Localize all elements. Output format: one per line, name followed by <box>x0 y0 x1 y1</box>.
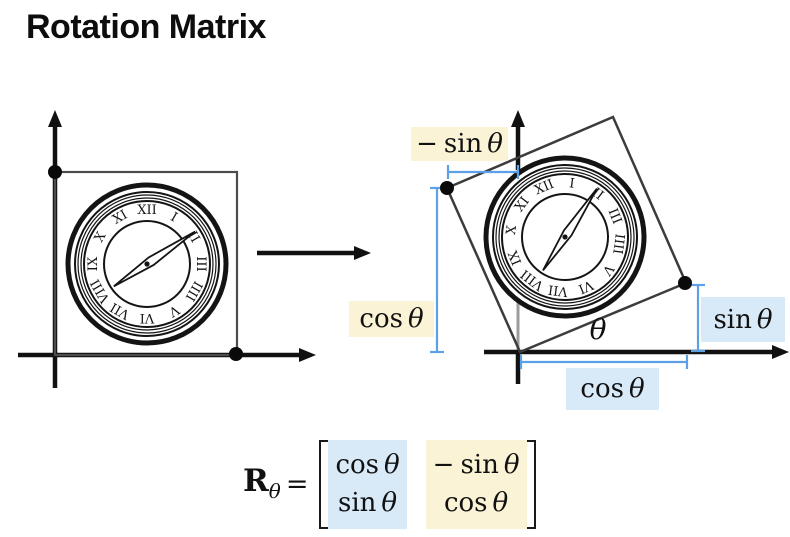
right-x-axis-arrowhead <box>772 345 789 359</box>
matrix-cell-r2c2: cos θ <box>444 490 508 516</box>
cos-function: cos <box>443 488 488 519</box>
right-y-axis-arrowhead <box>511 110 525 127</box>
minus-sign: − <box>416 129 438 159</box>
page-title: Rotation Matrix <box>26 8 266 46</box>
corner-dot-top-left <box>48 165 62 179</box>
cos-function: cos <box>335 449 379 480</box>
matrix-column-1: cos θ sin θ <box>328 439 407 529</box>
matrix-right-bracket <box>526 439 536 529</box>
left-y-axis-arrowhead <box>48 110 62 127</box>
matrix-body: cos θ sin θ − sin θ cos θ <box>328 439 527 529</box>
transform-arrow <box>257 246 371 260</box>
theta-variable: θ <box>384 449 400 480</box>
unit-square <box>53 170 239 357</box>
sin-function: sin <box>713 304 752 335</box>
label-angle-theta: θ <box>589 313 607 346</box>
rotated-corner-dot-right <box>678 276 692 290</box>
left-diagram <box>18 110 316 388</box>
theta-variable: θ <box>628 374 645 404</box>
matrix-left-bracket <box>319 439 329 529</box>
theta-variable: θ <box>503 449 520 480</box>
sin-function: sin <box>443 129 483 159</box>
cos-function: cos <box>580 374 624 404</box>
rotation-matrix-equation: Rθ = cos θ sin θ − sin θ <box>243 438 536 530</box>
theta-variable: θ <box>407 304 424 334</box>
measure-cos-bottom <box>519 355 689 369</box>
label-cos-theta-left: cos θ <box>349 301 434 337</box>
sin-function: sin <box>460 449 499 480</box>
equation-lhs: Rθ <box>243 463 281 504</box>
matrix-cell-r1c1: cos θ <box>335 452 399 478</box>
rotated-corner-dot-left <box>440 181 454 195</box>
matrix-column-2: − sin θ cos θ <box>425 439 527 529</box>
label-sin-theta-right: sin θ <box>701 297 785 342</box>
right-diagram <box>430 110 789 384</box>
theta-variable: θ <box>492 488 509 519</box>
corner-dot-bottom-right <box>229 347 243 361</box>
cos-function: cos <box>359 304 403 334</box>
matrix-cell-r1c2: − sin θ <box>433 452 520 478</box>
theta-variable: θ <box>756 304 773 335</box>
matrix-symbol-R: R <box>243 463 269 500</box>
equals-sign: = <box>285 468 309 500</box>
minus-sign: − <box>432 449 455 480</box>
theta-variable: θ <box>381 488 398 519</box>
subscript-theta: θ <box>268 479 281 504</box>
label-neg-sin-theta: − sin θ <box>411 127 508 161</box>
measure-sin-right <box>691 283 705 353</box>
transform-arrow-head <box>354 246 371 260</box>
matrix-cell-r2c1: sin θ <box>338 490 397 516</box>
theta-variable: θ <box>487 129 503 159</box>
clock-rotated <box>462 134 669 341</box>
clock-original <box>68 185 226 343</box>
left-x-axis-arrowhead <box>299 348 316 362</box>
label-cos-theta-bottom: cos θ <box>566 368 659 410</box>
measure-neg-sin <box>446 165 520 179</box>
sin-function: sin <box>338 488 377 519</box>
rotated-square <box>445 115 688 354</box>
